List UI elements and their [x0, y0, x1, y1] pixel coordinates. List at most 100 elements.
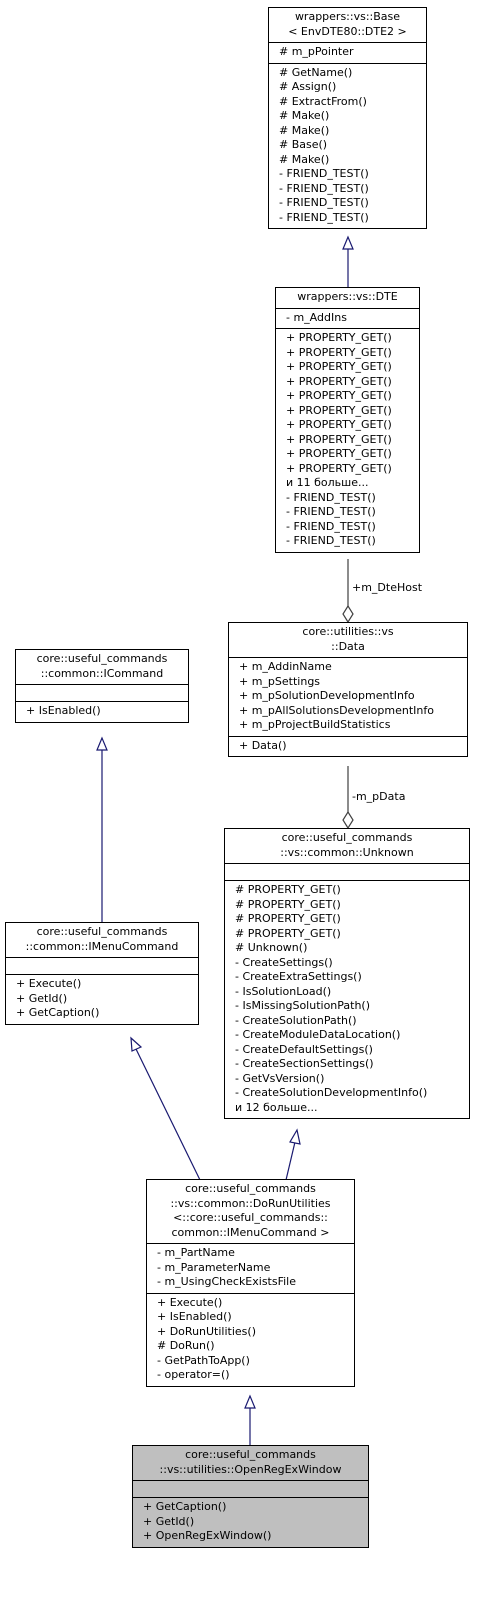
method-item[interactable]: # Make()	[279, 109, 330, 122]
class-openreg[interactable]: core::useful_commands::vs::utilities::Op…	[132, 1445, 369, 1548]
class-title: core::useful_commands::vs::common::Unkno…	[225, 829, 469, 863]
attribute-item[interactable]: + m_pAllSolutionsDevelopmentInfo	[239, 703, 434, 717]
method-item[interactable]: + IsEnabled()	[26, 704, 101, 717]
class-data[interactable]: core::utilities::vs::Data+ m_AddinName+ …	[228, 622, 468, 757]
class-title-line: common::IMenuCommand >	[171, 1225, 330, 1239]
edge-dorun-unknown	[285, 1141, 296, 1181]
method-item[interactable]: # PROPERTY_GET()	[235, 897, 341, 911]
method-item[interactable]: + PROPERTY_GET()	[286, 389, 392, 402]
method-item[interactable]: # Assign()	[279, 80, 337, 93]
class-dorun[interactable]: core::useful_commands::vs::common::DoRun…	[146, 1179, 355, 1387]
method-item[interactable]: - FRIEND_TEST()	[286, 534, 376, 547]
method-item[interactable]: - CreateSectionSettings()	[235, 1057, 374, 1070]
method-item[interactable]: - CreateSolutionDevelopmentInfo()	[235, 1086, 428, 1099]
method-item[interactable]: - FRIEND_TEST()	[279, 210, 369, 224]
inherit-arrow-unknown	[289, 1128, 301, 1145]
method-item[interactable]: - FRIEND_TEST()	[279, 181, 369, 195]
attributes-section	[133, 1480, 368, 1497]
method-item[interactable]: - CreateSettings()	[235, 955, 333, 969]
attributes-section	[225, 863, 469, 880]
class-unknown[interactable]: core::useful_commands::vs::common::Unkno…	[224, 828, 470, 1119]
method-item[interactable]: - CreateSolutionPath()	[235, 1013, 357, 1027]
method-item[interactable]: + GetCaption()	[143, 1500, 227, 1513]
attribute-item[interactable]: - m_PartName	[157, 1246, 235, 1259]
class-base[interactable]: wrappers::vs::Base< EnvDTE80::DTE2 ># m_…	[268, 7, 427, 229]
method-item[interactable]: + PROPERTY_GET()	[286, 374, 392, 388]
inherit-arrow-dorun	[244, 1394, 256, 1409]
class-title-line: wrappers::vs::Base	[294, 10, 401, 23]
class-imenu[interactable]: core::useful_commands::common::IMenuComm…	[5, 922, 199, 1025]
class-title-line: core::utilities::vs	[302, 625, 394, 638]
method-item[interactable]: + Data()	[239, 738, 287, 752]
method-item[interactable]: # Make()	[279, 152, 330, 166]
class-title-line: core::useful_commands	[36, 925, 168, 938]
class-title-line: < EnvDTE80::DTE2 >	[288, 24, 407, 38]
method-item[interactable]: - IsMissingSolutionPath()	[235, 999, 371, 1012]
attribute-item[interactable]: - m_AddIns	[286, 310, 347, 324]
class-title: wrappers::vs::DTE	[276, 288, 419, 308]
inherit-arrow-base	[342, 235, 354, 250]
attribute-item[interactable]: # m_pPointer	[279, 45, 354, 58]
method-item[interactable]: + GetId()	[143, 1514, 195, 1528]
method-item[interactable]: + PROPERTY_GET()	[286, 447, 392, 460]
method-item[interactable]: + IsEnabled()	[157, 1310, 232, 1323]
method-item[interactable]: - FRIEND_TEST()	[286, 519, 376, 533]
method-item[interactable]: - CreateModuleDataLocation()	[235, 1028, 401, 1041]
class-title: core::useful_commands::vs::common::DoRun…	[147, 1180, 354, 1243]
method-item[interactable]: - CreateDefaultSettings()	[235, 1042, 373, 1056]
edge-dorun-imenu	[135, 1048, 201, 1181]
method-item[interactable]: # Unknown()	[235, 941, 308, 954]
method-item[interactable]: # DoRun()	[157, 1339, 215, 1352]
attribute-item[interactable]: - m_ParameterName	[157, 1260, 271, 1274]
class-title: core::utilities::vs::Data	[229, 623, 467, 657]
methods-section: + Data()	[229, 735, 467, 757]
class-title-line: ::vs::utilities::OpenRegExWindow	[159, 1462, 342, 1476]
method-item[interactable]: + GetId()	[16, 991, 68, 1005]
method-item[interactable]: - GetPathToApp()	[157, 1353, 250, 1367]
method-item[interactable]: + PROPERTY_GET()	[286, 345, 392, 359]
method-item[interactable]: # Make()	[279, 123, 330, 137]
method-item[interactable]: + DoRunUtilities()	[157, 1324, 256, 1338]
method-item[interactable]: + PROPERTY_GET()	[286, 331, 392, 344]
method-item[interactable]: - GetVsVersion()	[235, 1071, 325, 1085]
method-item[interactable]: # ExtractFrom()	[279, 94, 367, 108]
method-item[interactable]: # GetName()	[279, 65, 353, 79]
class-title: wrappers::vs::Base< EnvDTE80::DTE2 >	[269, 8, 426, 42]
attribute-item[interactable]: + m_pProjectBuildStatistics	[239, 718, 391, 731]
method-item[interactable]: - FRIEND_TEST()	[279, 167, 369, 180]
method-item[interactable]: + PROPERTY_GET()	[286, 360, 392, 373]
class-title: core::useful_commands::common::IMenuComm…	[6, 923, 198, 957]
attribute-item[interactable]: - m_UsingCheckExistsFile	[157, 1275, 297, 1288]
method-item[interactable]: + Execute()	[157, 1295, 223, 1309]
method-item[interactable]: + PROPERTY_GET()	[286, 461, 392, 475]
methods-section: + PROPERTY_GET()+ PROPERTY_GET()+ PROPER…	[276, 328, 419, 552]
attribute-item[interactable]: + m_AddinName	[239, 660, 332, 673]
method-item[interactable]: + OpenRegExWindow()	[143, 1529, 272, 1542]
method-item[interactable]: - IsSolutionLoad()	[235, 984, 332, 998]
method-item[interactable]: и 12 больше...	[235, 1100, 318, 1114]
attribute-item[interactable]: + m_pSolutionDevelopmentInfo	[239, 689, 415, 702]
methods-section: + Execute()+ GetId()+ GetCaption()	[6, 974, 198, 1024]
method-item[interactable]: + Execute()	[16, 977, 82, 990]
method-item[interactable]: и 11 больше...	[286, 476, 369, 489]
method-item[interactable]: - CreateExtraSettings()	[235, 970, 362, 983]
method-item[interactable]: + PROPERTY_GET()	[286, 432, 392, 446]
method-item[interactable]: # PROPERTY_GET()	[235, 912, 341, 925]
method-item[interactable]: + PROPERTY_GET()	[286, 418, 392, 431]
method-item[interactable]: - FRIEND_TEST()	[286, 505, 376, 518]
method-item[interactable]: # PROPERTY_GET()	[235, 883, 341, 896]
method-item[interactable]: + PROPERTY_GET()	[286, 403, 392, 417]
method-item[interactable]: # Base()	[279, 138, 328, 151]
method-item[interactable]: + GetCaption()	[16, 1006, 100, 1019]
attribute-item[interactable]: + m_pSettings	[239, 674, 321, 688]
method-item[interactable]: # PROPERTY_GET()	[235, 926, 341, 940]
class-title-line: core::useful_commands	[36, 652, 168, 665]
method-item[interactable]: - operator=()	[157, 1368, 230, 1381]
methods-section: + IsEnabled()	[16, 701, 188, 722]
methods-section: + GetCaption()+ GetId()+ OpenRegExWindow…	[133, 1497, 368, 1547]
class-dte[interactable]: wrappers::vs::DTE- m_AddIns+ PROPERTY_GE…	[275, 287, 420, 553]
method-item[interactable]: - FRIEND_TEST()	[286, 490, 376, 504]
method-item[interactable]: - FRIEND_TEST()	[279, 196, 369, 209]
aggregation-diamond-data	[342, 604, 354, 624]
class-icommand[interactable]: core::useful_commands::common::ICommand+…	[15, 649, 189, 723]
